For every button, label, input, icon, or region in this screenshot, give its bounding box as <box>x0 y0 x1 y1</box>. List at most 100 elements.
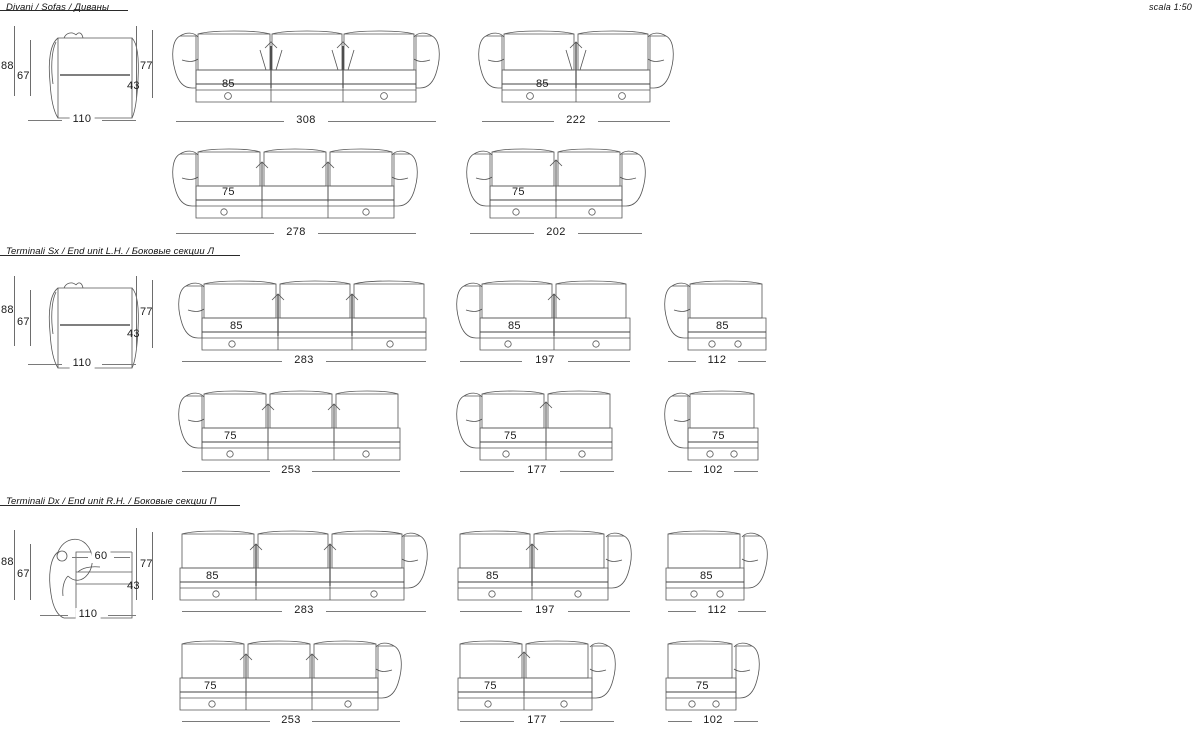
scale-label: scala 1:50 <box>1148 2 1192 12</box>
sofa-202-drawing <box>466 146 646 224</box>
witness-line <box>30 544 31 600</box>
witness-line <box>152 280 153 348</box>
dimension-bar-arm-width: 60 <box>72 550 130 564</box>
witness-line <box>30 40 31 96</box>
dim-depth: 110 <box>75 608 101 621</box>
dimension-bar-222: 222 <box>482 114 670 128</box>
dim-width-112-lh: 112 <box>704 354 730 367</box>
dimension-bar-depth: 110 <box>40 608 136 622</box>
seat-depth-label: 75 <box>696 680 709 692</box>
endunit-rh-283-drawing <box>178 528 428 604</box>
dim-width-102-lh: 102 <box>700 464 726 477</box>
dimension-bar-197-rh: 197 <box>460 604 630 618</box>
endunit-lh-112-drawing <box>664 278 768 354</box>
sofa-222-drawing <box>478 26 674 108</box>
dim-seat-height: 43 <box>127 80 140 92</box>
dimension-bar-depth: 110 <box>28 357 136 371</box>
dim-overall-height: 88 <box>1 556 14 568</box>
seat-depth-label: 85 <box>222 78 235 90</box>
seat-depth-label: 75 <box>222 186 235 198</box>
seat-depth-label: 75 <box>712 430 725 442</box>
seat-depth-label: 75 <box>484 680 497 692</box>
seat-depth-label: 85 <box>700 570 713 582</box>
seat-depth-label: 85 <box>716 320 729 332</box>
dimension-bar-283-lh: 283 <box>182 354 426 368</box>
dimension-bar-102-rh: 102 <box>668 714 758 728</box>
dimension-bar-283-rh: 283 <box>182 604 426 618</box>
dim-width-102-rh: 102 <box>700 714 726 727</box>
witness-line <box>136 276 137 348</box>
dim-seat-height: 43 <box>127 580 140 592</box>
seat-depth-label: 85 <box>206 570 219 582</box>
witness-line <box>30 290 31 346</box>
dim-width-222: 222 <box>563 114 589 127</box>
dim-width-112-rh: 112 <box>704 604 730 617</box>
section-rule-divani <box>0 10 128 11</box>
dim-back-height: 67 <box>17 70 30 82</box>
section-rule-terminali-sx <box>0 255 240 256</box>
dim-arm-width: 60 <box>91 550 111 563</box>
dim-overall-height: 88 <box>1 60 14 72</box>
dim-width-177-rh: 177 <box>524 714 550 727</box>
dim-arm-height: 77 <box>140 60 153 72</box>
seat-depth-label: 85 <box>230 320 243 332</box>
seat-depth-label: 75 <box>204 680 217 692</box>
witness-line <box>14 276 15 346</box>
dimension-bar-253-lh: 253 <box>182 464 400 478</box>
dim-width-197-lh: 197 <box>532 354 558 367</box>
dim-width-253-lh: 253 <box>278 464 304 477</box>
dimension-bar-308: 308 <box>176 114 436 128</box>
dim-width-197-rh: 197 <box>532 604 558 617</box>
seat-depth-label: 85 <box>536 78 549 90</box>
section-rule-terminali-dx <box>0 505 240 506</box>
endunit-lh-197-drawing <box>456 278 632 354</box>
dimension-bar-197-lh: 197 <box>460 354 630 368</box>
dim-depth: 110 <box>69 113 95 126</box>
dim-width-308: 308 <box>293 114 319 127</box>
dim-width-283-rh: 283 <box>291 604 317 617</box>
endunit-lh-177-drawing <box>456 388 616 464</box>
dimension-bar-112-lh: 112 <box>668 354 766 368</box>
dim-arm-height: 77 <box>140 306 153 318</box>
sofa-278-drawing <box>172 146 418 224</box>
witness-line <box>14 530 15 600</box>
dim-seat-height: 43 <box>127 328 140 340</box>
witness-line <box>152 30 153 98</box>
dim-width-202: 202 <box>543 226 569 239</box>
endunit-rh-197-drawing <box>456 528 632 604</box>
seat-depth-label: 75 <box>224 430 237 442</box>
dim-width-177-lh: 177 <box>524 464 550 477</box>
seat-depth-label: 85 <box>508 320 521 332</box>
seat-depth-label: 75 <box>512 186 525 198</box>
dimension-bar-102-lh: 102 <box>668 464 758 478</box>
dim-back-height: 67 <box>17 568 30 580</box>
section-title-terminali-dx: Terminali Dx / End unit R.H. / Боковые с… <box>6 496 217 507</box>
seat-depth-label: 75 <box>504 430 517 442</box>
dim-back-height: 67 <box>17 316 30 328</box>
dimension-bar-202: 202 <box>470 226 642 240</box>
dim-depth: 110 <box>69 357 95 370</box>
dim-overall-height: 88 <box>1 304 14 316</box>
endunit-lh-283-drawing <box>178 278 428 354</box>
seat-depth-label: 85 <box>486 570 499 582</box>
section-title-terminali-sx: Terminali Sx / End unit L.H. / Боковые с… <box>6 246 215 257</box>
dim-width-278: 278 <box>283 226 309 239</box>
endunit-rh-253-drawing <box>178 638 402 714</box>
witness-line <box>152 532 153 600</box>
dimension-bar-177-rh: 177 <box>460 714 614 728</box>
section-title-divani: Divani / Sofas / Диваны <box>6 2 110 13</box>
dimension-bar-112-rh: 112 <box>668 604 766 618</box>
dim-arm-height: 77 <box>140 558 153 570</box>
endunit-rh-112-drawing <box>664 528 768 604</box>
dim-width-283-lh: 283 <box>291 354 317 367</box>
profile-view-terminali-dx <box>20 522 170 632</box>
dimension-bar-177-lh: 177 <box>460 464 614 478</box>
dimension-bar-278: 278 <box>176 226 416 240</box>
witness-line <box>136 26 137 98</box>
dim-width-253-rh: 253 <box>278 714 304 727</box>
dimension-bar-253-rh: 253 <box>182 714 400 728</box>
dimension-bar-depth: 110 <box>28 113 136 127</box>
endunit-rh-177-drawing <box>456 638 616 714</box>
witness-line <box>14 26 15 96</box>
